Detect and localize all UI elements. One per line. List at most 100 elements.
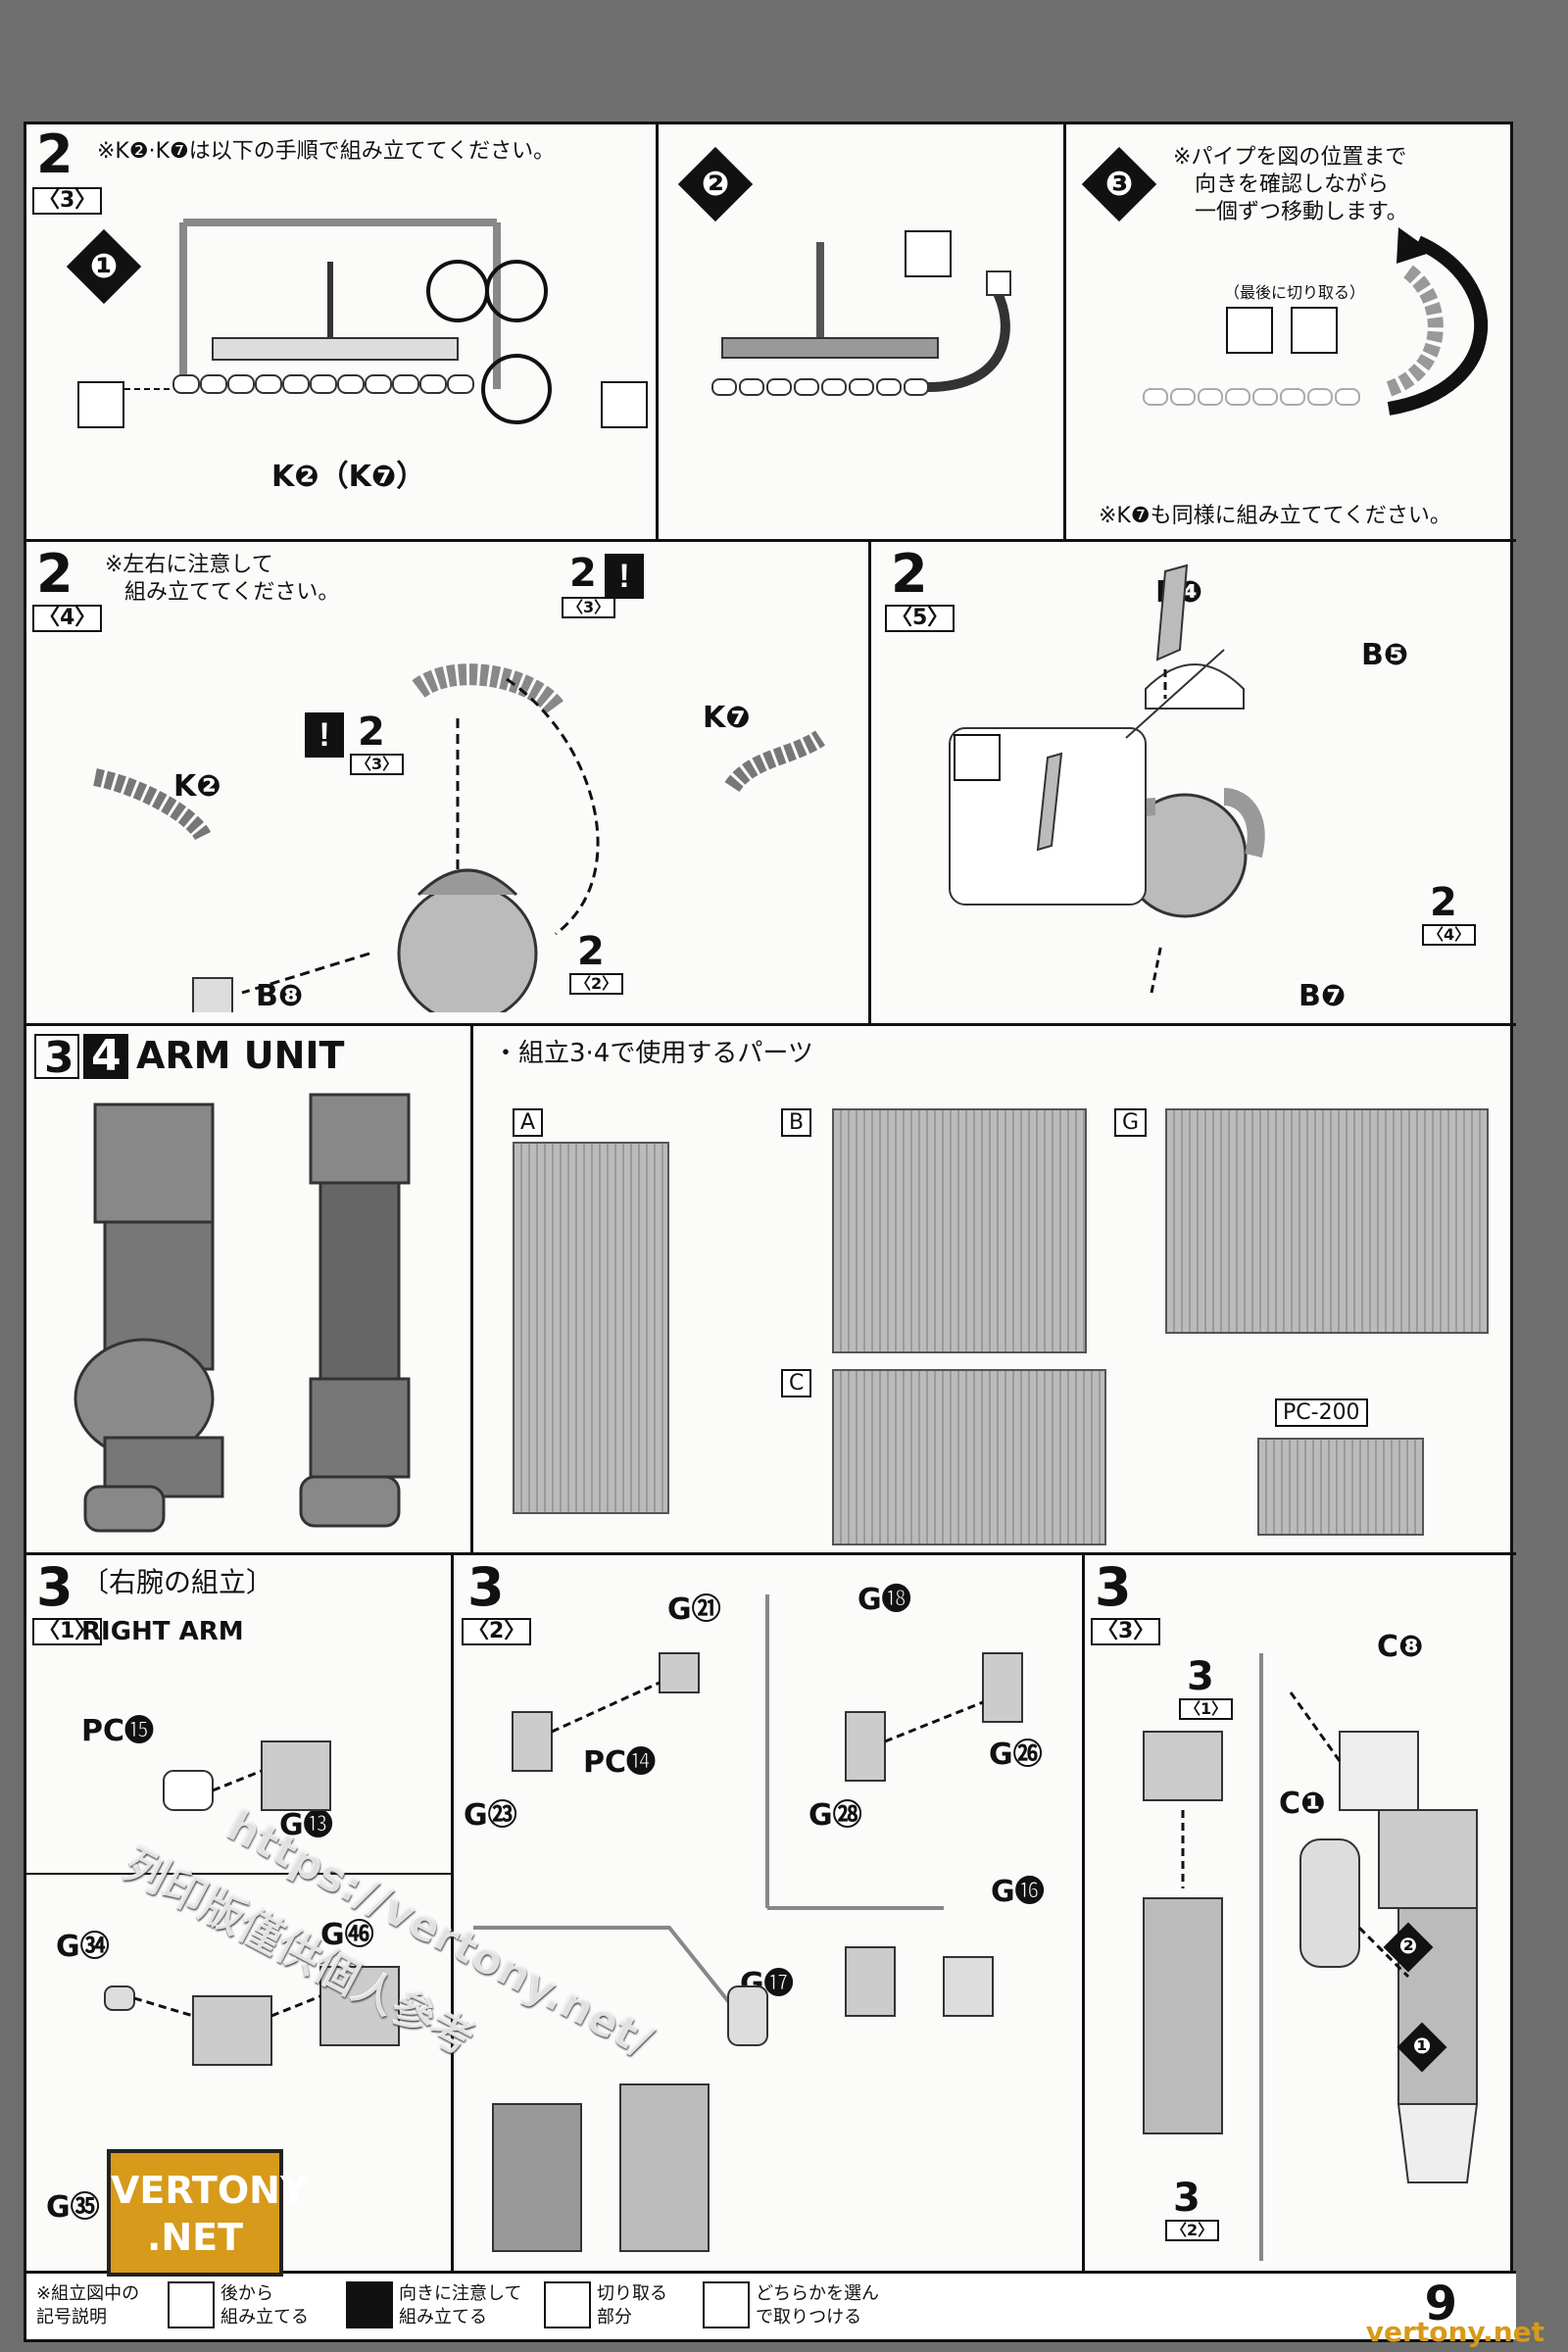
caution-icon: [346, 2281, 393, 2328]
step3-note-line2: 向きを確認しながら: [1195, 172, 1390, 197]
caution-icon: !: [305, 712, 344, 758]
step-number-4: 4: [91, 1031, 122, 1081]
step-title-en: RIGHT ARM: [81, 1617, 244, 1646]
substep-label: 〈3〉: [32, 187, 103, 215]
manual-page: 2 〈3〉 ※K❷·K❼は以下の手順で組み立ててください。 ❶ K❷（K❼）: [24, 122, 1516, 2342]
cut-last-note: （最後に切り取る）: [1224, 283, 1366, 302]
part-label-g46: G㊻: [320, 1918, 374, 1952]
part-label-k2: K❷: [173, 769, 221, 804]
cut-icon: [601, 381, 648, 428]
part-label-b5: B❺: [1361, 638, 1409, 672]
later-assembly-icon: [1226, 307, 1273, 354]
sequence-marker-2: ❷: [677, 146, 754, 222]
step-number: 3: [467, 1556, 505, 1618]
runner-a: [513, 1142, 669, 1514]
order-marker-1: ❶: [1396, 2022, 1447, 2073]
reference-step-mid: 2: [358, 710, 385, 755]
legend-cut-line1: 切り取る: [597, 2283, 667, 2304]
cut-icon: [905, 230, 952, 277]
pipe-move-illustration: [1143, 227, 1489, 416]
part-label-g28: G㉘: [808, 1798, 862, 1833]
reference-step: 2: [1430, 880, 1457, 925]
part-label-g34: G㉞: [56, 1930, 110, 1964]
vertony-badge-line1: VERTONY: [111, 2169, 308, 2212]
runner-label-b: B: [781, 1108, 812, 1137]
legend-heading-line2: 記号説明: [36, 2307, 107, 2328]
step-number-3: 3: [44, 1033, 74, 1083]
vertony-badge: VERTONY .NET: [107, 2149, 308, 2277]
part-label-b8: B❽: [256, 979, 304, 1013]
divider: [1063, 124, 1066, 539]
step-note-line2: 組み立ててください。: [124, 580, 340, 605]
panel-step-2-4: 2 〈4〉 ※左右に注意して 組み立ててください。 2 〈3〉 ! K❼ K❷ …: [26, 542, 871, 1026]
arm-unit-illustration: [74, 1093, 411, 1533]
step-note-line1: ※左右に注意して: [105, 553, 273, 577]
bottom-note: ※K❼も同様に組み立ててください。: [1099, 504, 1451, 528]
runner-c: [832, 1369, 1106, 1545]
runner-label-g: G: [1114, 1108, 1148, 1137]
legend-caution-line2: 組み立てる: [399, 2307, 487, 2328]
page-number: 9: [1424, 2277, 1457, 2331]
choose-one-icon: [703, 2281, 750, 2328]
forearm-assembly-illustration: [473, 1594, 1023, 2252]
site-watermark: vertony.net: [1365, 2316, 1544, 2348]
legend-heading-line1: ※組立図中の: [36, 2283, 140, 2304]
step-note: ※K❷·K❼は以下の手順で組み立ててください。: [97, 139, 556, 164]
upper-arm-assembly-illustration: [1143, 1653, 1479, 2261]
reference-step-top: 2: [569, 551, 597, 596]
part-label-g13: G⓭: [279, 1808, 333, 1842]
part-label-b7: B❼: [1298, 979, 1347, 1013]
head-pipe-assembly-illustration: [93, 663, 825, 1012]
part-label-g18: G⓲: [858, 1583, 911, 1617]
head-detail-illustration: [949, 564, 1265, 994]
substep-label: 〈3〉: [1091, 1618, 1161, 1645]
panel-step-3-3: 3 〈3〉 3 〈1〉 3 〈2〉 C❽ C❶ C❺ ❶ ❷: [1085, 1555, 1516, 2277]
arm-unit-title: ARM UNIT: [136, 1034, 345, 1077]
reference-step-bottom: 3: [1173, 2176, 1200, 2221]
step-box-4: 4: [83, 1031, 128, 1081]
reference-step-top: 3: [1187, 1654, 1214, 1699]
step3-note-line3: 一個ずつ移動します。: [1195, 200, 1408, 224]
part-label-g35: G㉟: [46, 2190, 100, 2225]
panel-step-2-3: 2 〈3〉 ※K❷·K❼は以下の手順で組み立ててください。 ❶ K❷（K❼）: [26, 124, 1516, 542]
panel-step-3-1: 3 〈1〉 〔右腕の組立〕 RIGHT ARM PC⓯ G⓭ G㉞ G㊻ G㉟: [26, 1555, 454, 2277]
step-number: 3: [1095, 1556, 1132, 1618]
part-label-c1: C❶: [1279, 1787, 1326, 1821]
legend-later-line1: 後から: [220, 2283, 273, 2304]
reference-substep-bottom: 〈2〉: [1165, 2220, 1220, 2241]
part-label-k2-k7: K❷（K❼）: [271, 460, 426, 494]
substep-label: 〈5〉: [885, 605, 956, 632]
symbol-legend: ※組立図中の 記号説明 後から 組み立てる 向きに注意して 組み立てる 切り取る…: [26, 2271, 1516, 2339]
reference-step-bottom: 2: [577, 929, 605, 974]
runner-pc200: [1257, 1438, 1424, 1536]
legend-caution-line1: 向きに注意して: [399, 2283, 522, 2304]
reference-substep-mid: 〈3〉: [350, 754, 405, 775]
panel-parts-list: ・組立3·4で使用するパーツ A B G C PC-200: [473, 1026, 1516, 1555]
vertony-badge-line2: .NET: [146, 2216, 244, 2259]
step-number: 3: [36, 1556, 74, 1618]
pipe-attach-illustration: [711, 242, 1011, 396]
runner-g: [1165, 1108, 1489, 1334]
later-assembly-icon: [168, 2281, 215, 2328]
choose-one-icon: [954, 734, 1001, 781]
part-label-pc14: PC⓮: [583, 1745, 657, 1780]
runner-label-c: C: [781, 1369, 812, 1397]
pipe-runner-illustration: [105, 219, 552, 424]
runner-b: [832, 1108, 1087, 1353]
legend-cut-line2: 部分: [597, 2307, 632, 2328]
reference-substep-top: 〈1〉: [1179, 1698, 1234, 1720]
reference-substep-bottom: 〈2〉: [569, 973, 624, 995]
order-marker-2: ❷: [1383, 1922, 1434, 1973]
runner-label-a: A: [513, 1108, 544, 1137]
part-label-pc15: PC⓯: [81, 1714, 155, 1748]
step-number: 2: [891, 543, 928, 605]
substep-label: 〈2〉: [462, 1618, 532, 1645]
part-label-g23: G㉓: [464, 1798, 517, 1833]
panel-step-3-2: 3 〈2〉 G㉑ PC⓮ G㉓ G⓲ G㉖ G㉘ G⓰ G⓱: [454, 1555, 1085, 2277]
legend-choose-line2: で取りつける: [756, 2307, 862, 2328]
panel-arm-unit: 3 4 ARM UNIT: [26, 1026, 473, 1555]
step-number: 2: [36, 124, 74, 185]
cut-icon: [544, 2281, 591, 2328]
divider: [656, 124, 659, 539]
caution-icon: !: [605, 554, 644, 599]
